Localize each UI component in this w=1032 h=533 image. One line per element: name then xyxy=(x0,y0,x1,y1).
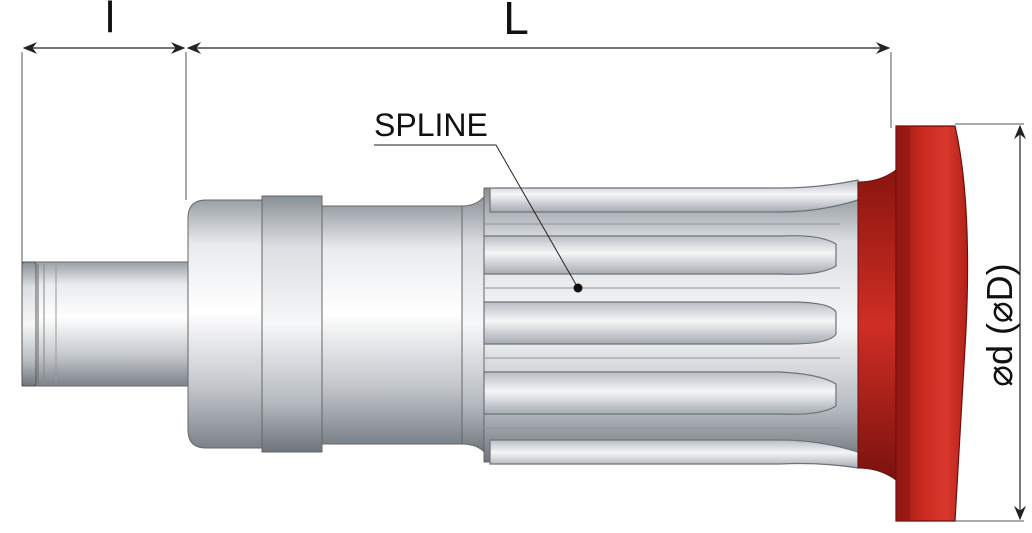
diameter-label: ⌀d (⌀D) xyxy=(979,263,1020,386)
flange xyxy=(857,125,969,522)
leader-dot xyxy=(573,283,583,293)
spline-teeth xyxy=(483,179,859,469)
dim-L-label: L xyxy=(503,0,529,44)
spline-label: SPLINE xyxy=(374,107,488,143)
dim-l-label: l xyxy=(105,0,115,42)
extension-lines xyxy=(21,52,1024,522)
dimension-lines xyxy=(22,42,1026,521)
body-collar xyxy=(187,192,487,456)
spline-leader xyxy=(374,144,583,293)
pilot-stub xyxy=(21,261,189,387)
